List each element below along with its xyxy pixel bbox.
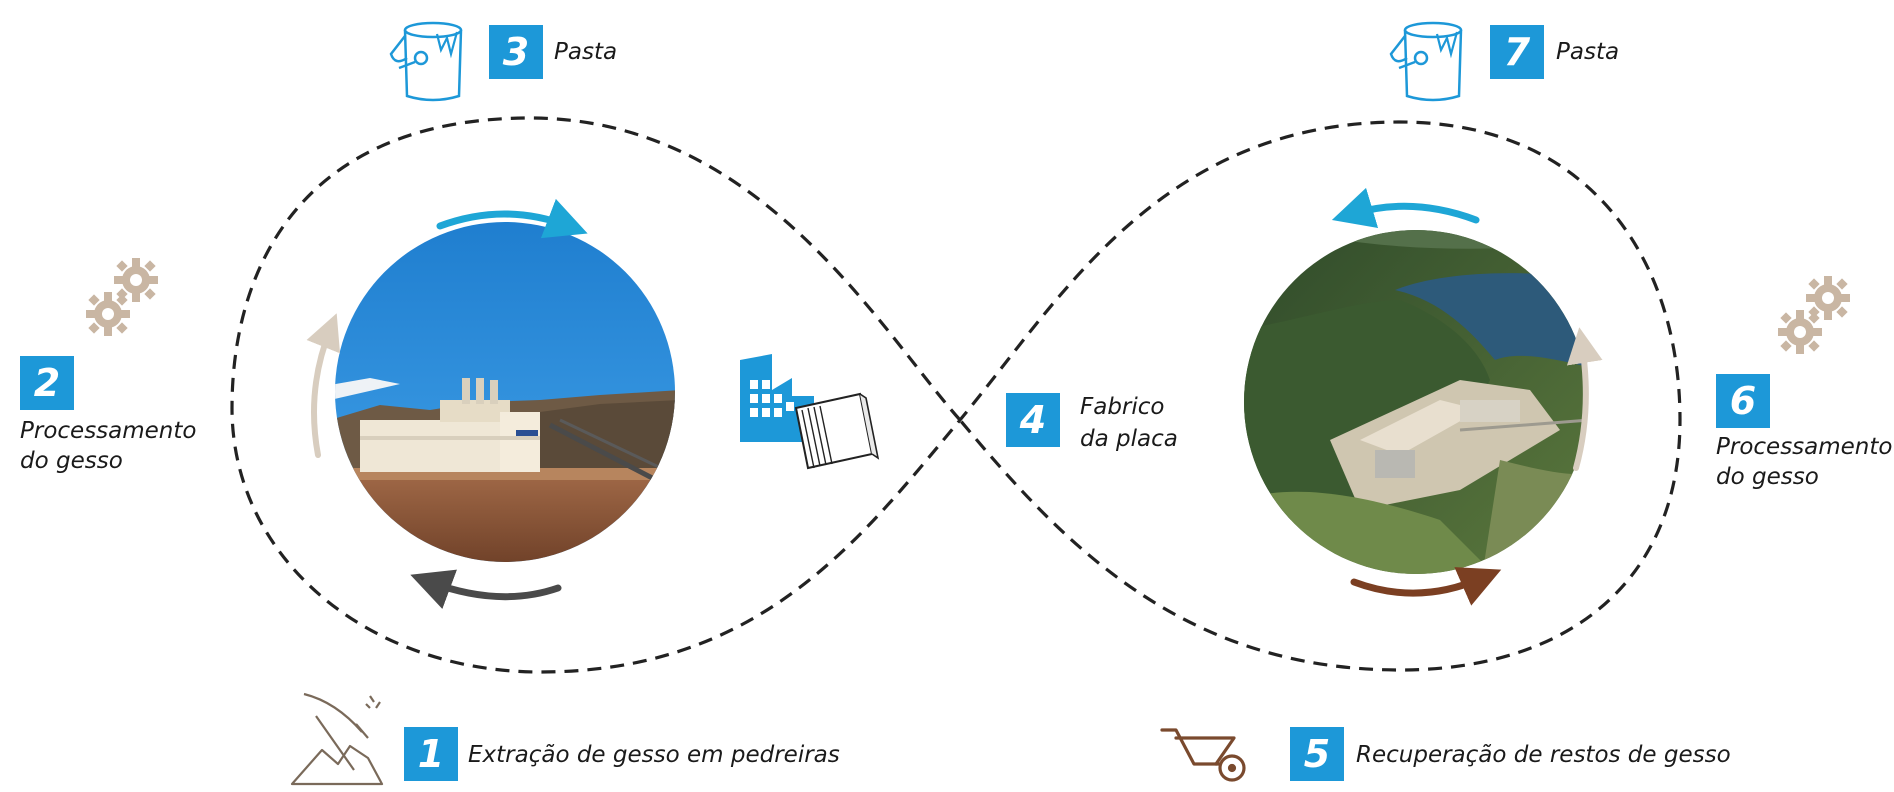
paint-bucket-icon [1385, 14, 1475, 106]
step-2-label-line1: Processamento [20, 418, 197, 444]
pickaxe-icon [286, 688, 398, 788]
factory-icon [736, 350, 896, 474]
step-1-label: Extração de gesso em pedreiras [468, 742, 840, 768]
step-4-badge: 4 [1006, 393, 1060, 447]
step-2-badge: 2 [20, 356, 74, 410]
rotation-arrow-blue-left [436, 198, 588, 239]
step-6-badge: 6 [1716, 374, 1770, 428]
step-4-label-line2: da placa [1080, 426, 1178, 452]
wheelbarrow-icon [1158, 724, 1258, 786]
step-2-label-line2: do gesso [20, 448, 123, 474]
step-6-label-line2: do gesso [1716, 464, 1819, 490]
infinity-dashed-path [230, 116, 1682, 674]
step-7-badge: 7 [1490, 25, 1544, 79]
rotation-arrow-beige-right [1566, 327, 1603, 471]
rotation-arrow-beige-left [306, 313, 341, 458]
rotation-arrow-dark-left [410, 569, 562, 609]
step-7-label: Pasta [1556, 39, 1620, 65]
step-6-label-line1: Processamento [1716, 434, 1893, 460]
step-5-label: Recuperação de restos de gesso [1356, 742, 1731, 768]
step-4-label-line1: Fabrico [1080, 394, 1165, 420]
gears-icon [1770, 270, 1860, 360]
gypsum-factory-photo [335, 222, 675, 562]
step-1-badge: 1 [404, 727, 458, 781]
paint-bucket-icon [385, 14, 475, 106]
step-3-label: Pasta [554, 39, 618, 65]
step-5-badge: 5 [1290, 727, 1344, 781]
rotation-arrow-blue-right [1331, 187, 1480, 229]
quarry-aerial-photo [1244, 230, 1588, 574]
gears-icon [78, 252, 168, 342]
rotation-arrow-brown-right [1350, 567, 1502, 606]
step-3-badge: 3 [489, 25, 543, 79]
